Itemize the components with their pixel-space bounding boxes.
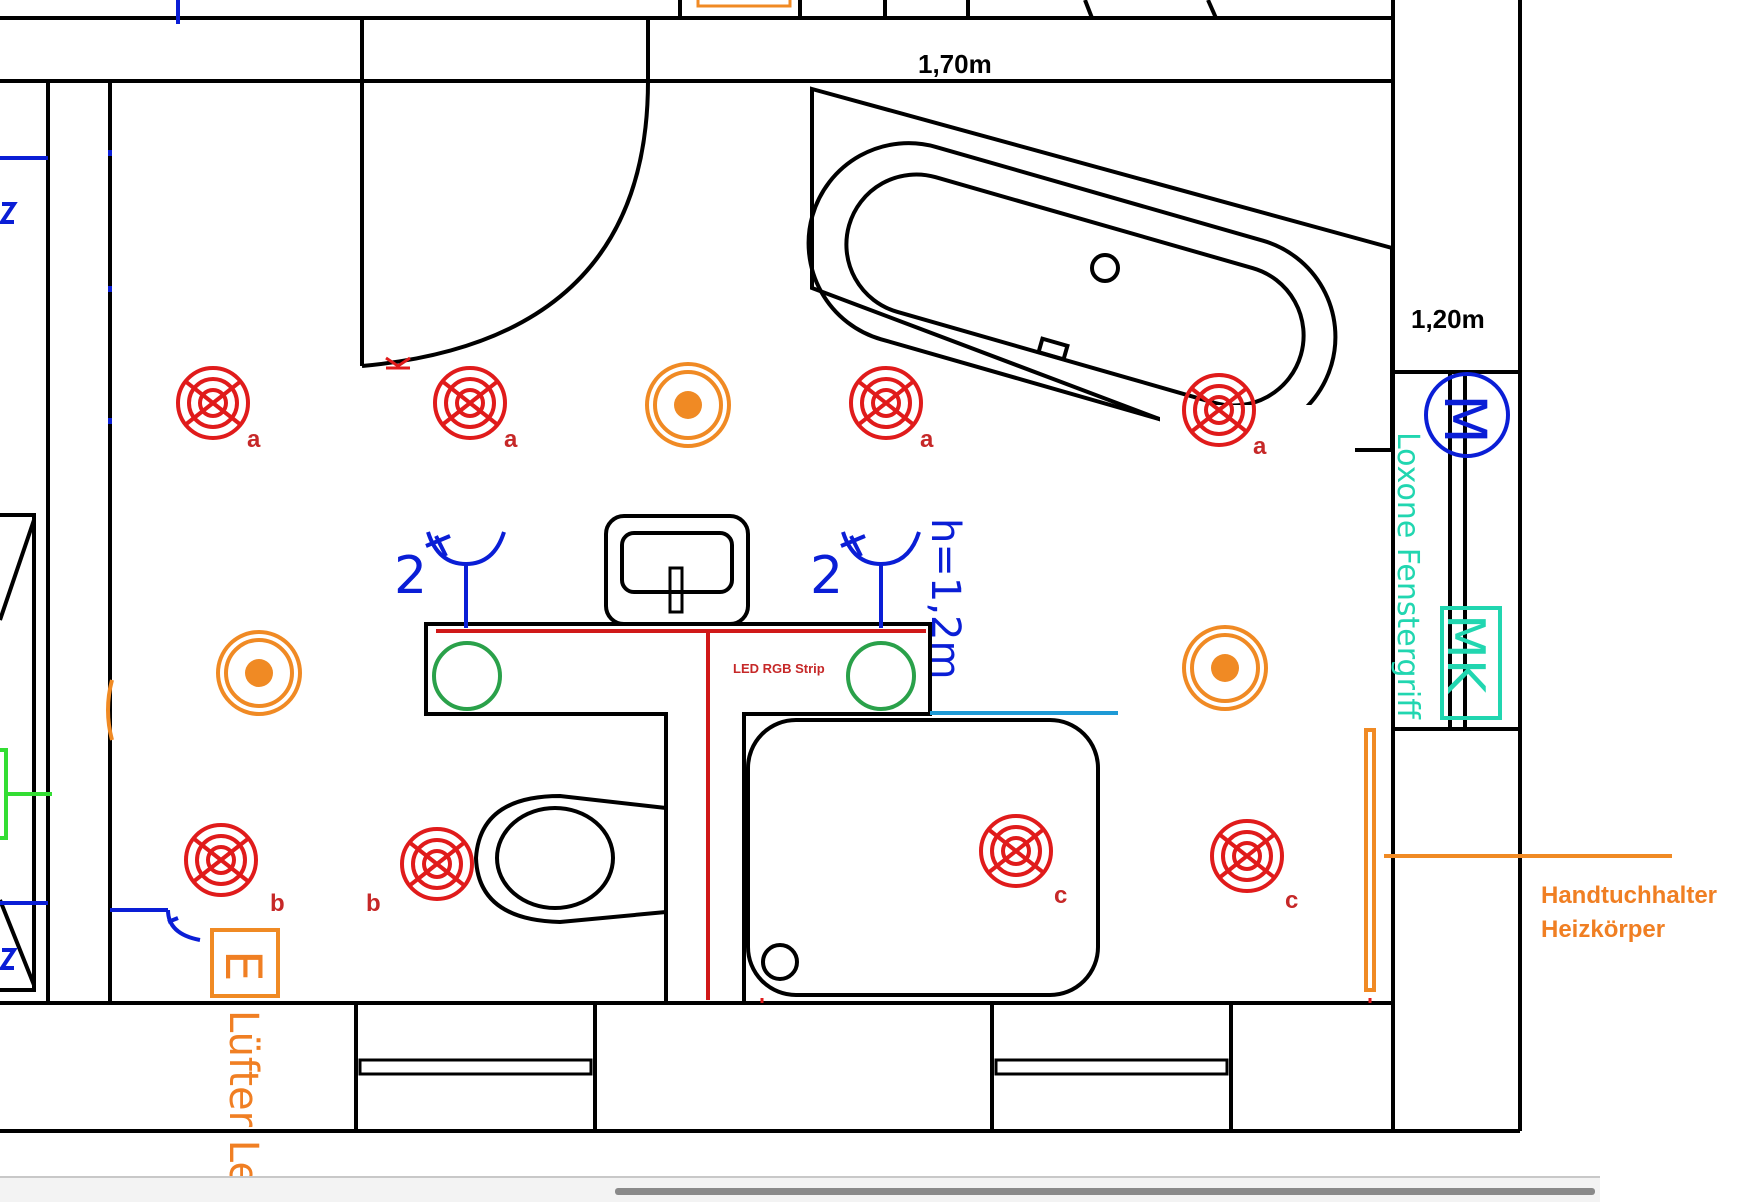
speaker-icon bbox=[184, 823, 258, 897]
speaker-group-label: c bbox=[1054, 882, 1067, 909]
green-wire bbox=[0, 748, 52, 840]
door-swing bbox=[360, 80, 650, 368]
mk-symbol: MK bbox=[1435, 614, 1495, 695]
speaker-icon bbox=[400, 827, 474, 901]
top-orange-box bbox=[696, 0, 792, 8]
bathtub bbox=[806, 86, 1394, 452]
dimension-right: 1,20m bbox=[1411, 304, 1485, 334]
door-stop-mark bbox=[385, 356, 411, 370]
speaker-group-label: b bbox=[366, 890, 381, 917]
toilet bbox=[473, 793, 667, 925]
socket-count: 2 bbox=[394, 546, 427, 606]
dimension-top: 1,70m bbox=[918, 49, 992, 79]
led-strip-label: LED RGB Strip bbox=[733, 661, 825, 676]
speaker-group-label: a bbox=[504, 426, 518, 453]
speaker-group-label: a bbox=[920, 426, 934, 453]
downlight-edge-mark bbox=[106, 679, 114, 741]
downlight-icon bbox=[645, 362, 731, 448]
motor-icon bbox=[1424, 372, 1510, 458]
window-handle-label: Loxone Fenstergriff bbox=[1390, 432, 1425, 720]
downlight-icon bbox=[216, 630, 302, 716]
washbasin bbox=[424, 514, 932, 1005]
electrical-marks bbox=[0, 0, 201, 970]
socket-count: 2 bbox=[810, 546, 843, 606]
speaker-group-label: a bbox=[247, 426, 261, 453]
socket-height-label: h=1,2m bbox=[922, 518, 968, 679]
speaker-icon bbox=[1210, 819, 1284, 893]
double-socket-icon bbox=[424, 530, 506, 630]
speaker-icon bbox=[1182, 373, 1256, 447]
red-ticks bbox=[760, 998, 1372, 1003]
shower-tray bbox=[746, 718, 1100, 997]
speaker-group-label: a bbox=[1253, 433, 1267, 460]
double-socket-icon bbox=[839, 530, 921, 630]
speaker-icon bbox=[979, 814, 1053, 888]
speaker-icon bbox=[433, 366, 507, 440]
downlight-icon bbox=[1182, 625, 1268, 711]
speaker-icon bbox=[176, 366, 250, 440]
fan-symbol: E bbox=[214, 950, 272, 982]
towel-radiator-icon bbox=[1364, 728, 1672, 992]
scrollbar-thumb[interactable] bbox=[615, 1188, 1595, 1195]
towel-heater-label: Handtuchhalter bbox=[1541, 882, 1717, 909]
green-lights bbox=[432, 641, 916, 711]
fan-label: Lüfter Le bbox=[220, 1010, 266, 1186]
speaker-group-label: b bbox=[270, 890, 285, 917]
mk-icon bbox=[1440, 606, 1502, 720]
speaker-group-label: c bbox=[1285, 887, 1298, 914]
led-strip-lines bbox=[436, 629, 926, 1000]
speaker-icon bbox=[849, 366, 923, 440]
fan-icon bbox=[210, 928, 280, 998]
towel-heater-label: Heizkörper bbox=[1541, 916, 1665, 943]
motor-symbol: M bbox=[1431, 394, 1499, 444]
